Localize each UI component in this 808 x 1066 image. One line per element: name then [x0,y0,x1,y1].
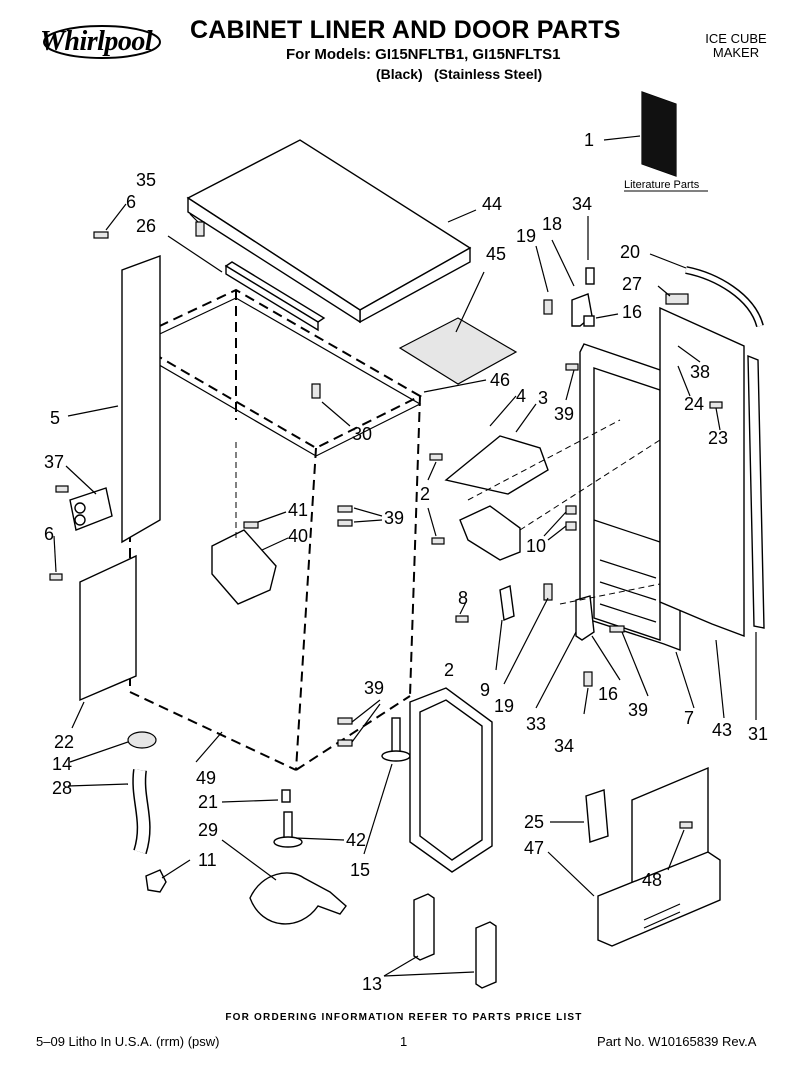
print-info: 5–09 Litho In U.S.A. (rrm) (psw) [36,1034,220,1049]
finish-black: (Black) [376,66,423,82]
shelf-bracket [459,505,521,561]
callout: 4 [516,386,526,406]
callout: 5 [50,408,60,428]
toe-grille [597,766,721,947]
literature-parts-label: Literature Parts [624,179,700,191]
callout: 43 [712,720,732,740]
callout: 42 [346,830,366,850]
callout: 24 [684,394,704,414]
callout: 2 [420,484,430,504]
callout: 3 [538,388,548,408]
callout: 39 [628,700,648,720]
callout: 18 [542,214,562,234]
callout: 41 [288,500,308,520]
screw [49,221,723,829]
callout: 26 [136,216,156,236]
callout: 34 [554,736,574,756]
callout: 49 [196,768,216,788]
callout: 30 [352,424,372,444]
cabinet-liner [127,288,423,771]
drain-bracket [211,529,277,605]
callout: 14 [52,754,72,774]
door-side-trim [747,354,765,629]
door-panel [659,306,745,638]
brand-logo: Whirlpool [40,26,153,57]
models-line: For Models: GI15NFLTB1, GI15NFLTS1 [286,46,561,63]
product-line-1: ICE CUBE [705,31,767,46]
insulation-pad [398,317,518,385]
callout: 38 [690,362,710,382]
callout: 46 [490,370,510,390]
callout: 44 [482,194,502,214]
callout: 1 [584,130,594,150]
callout: 16 [598,684,618,704]
callout: 25 [524,812,544,832]
grille-bracket [585,789,609,843]
callout: 19 [516,226,536,246]
part-number: Part No. W10165839 Rev.A [597,1034,757,1049]
callout: 15 [350,860,370,880]
door-gasket [409,687,493,873]
leveling-leg [381,717,411,762]
brand-logo-swoosh-icon [43,25,161,59]
page-number: 1 [400,1034,408,1049]
side-panel [121,254,161,544]
drain-pan [249,872,347,925]
badge [665,293,689,305]
drain-cap [145,869,167,893]
callout: 7 [684,708,694,728]
callout: 16 [622,302,642,322]
lower-hinge [575,595,595,641]
callout: 39 [384,508,404,528]
door-handle [685,266,764,328]
product-type: ICE CUBE MAKER [700,32,772,60]
callout: 23 [708,428,728,448]
callout: 29 [198,820,218,840]
screw [281,789,291,803]
finish-stainless: (Stainless Steel) [434,66,543,82]
callout: 11 [198,850,217,870]
callout: 28 [52,778,72,798]
callout: 47 [524,838,544,858]
callout-numbers: 1 35 6 44 26 34 19 18 20 45 27 16 5 46 3… [44,130,768,994]
callout: 21 [198,792,218,812]
product-line-2: MAKER [712,45,760,60]
callout: 31 [748,724,768,744]
callout: 39 [554,404,574,424]
leader-lines [53,135,757,977]
callout: 10 [526,536,546,556]
door-trim [413,893,497,989]
callout: 22 [54,732,74,752]
callout: 9 [480,680,490,700]
hose-clamp [127,731,157,749]
door-assembly [579,343,681,652]
callout: 48 [642,870,662,890]
callout: 6 [44,524,54,544]
ordering-note: FOR ORDERING INFORMATION REFER TO PARTS … [225,1012,583,1023]
top-cover [186,139,472,324]
callout: 35 [136,170,156,190]
callout: 40 [288,526,308,546]
hinge-pin [499,585,515,621]
literature-booklet [641,91,677,177]
callout: 2 [444,660,454,680]
callout: 8 [458,588,468,608]
rear-panel [79,554,137,702]
callout: 45 [486,244,506,264]
callout: 20 [620,242,640,262]
callout: 27 [622,274,642,294]
leveling-leg [273,811,303,848]
page-title: CABINET LINER AND DOOR PARTS [190,16,621,44]
callout: 39 [364,678,384,698]
callout: 37 [44,452,64,472]
callout: 6 [126,192,136,212]
callout: 13 [362,974,382,994]
callout: 34 [572,194,592,214]
door-shelf [444,435,549,495]
callout: 33 [526,714,546,734]
callout: 19 [494,696,514,716]
